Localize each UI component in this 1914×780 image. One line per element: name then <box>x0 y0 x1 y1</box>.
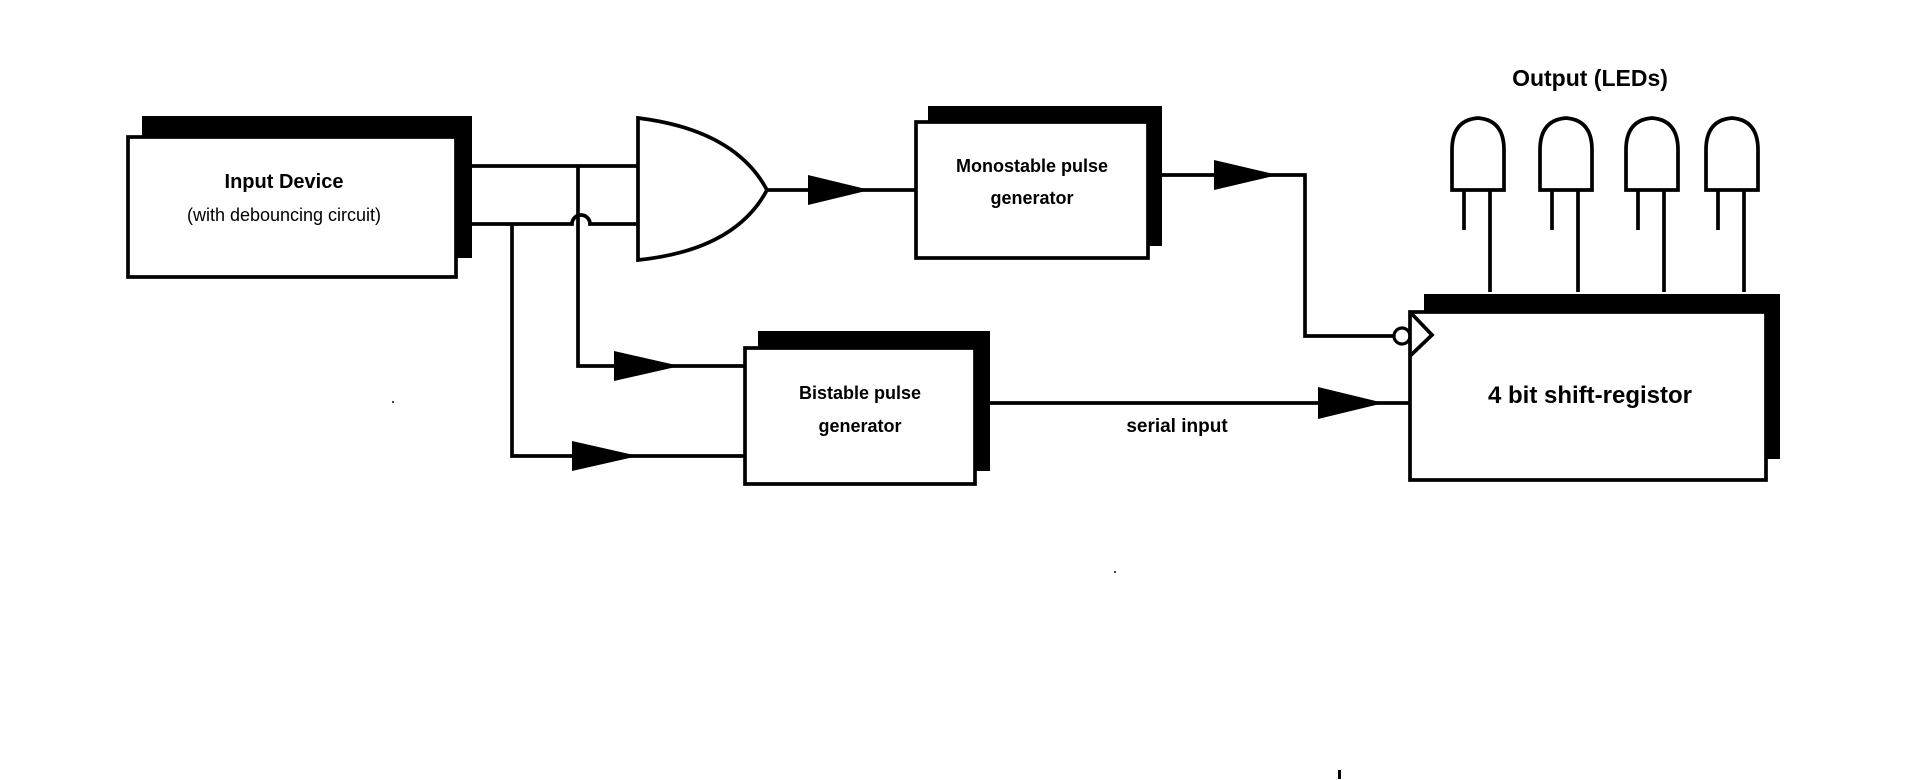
bistable-block: Bistable pulse generator <box>743 331 990 486</box>
bistable-line2: generator <box>818 416 901 436</box>
stray-mark <box>1114 571 1116 573</box>
and-gate <box>636 115 770 263</box>
led-icon <box>1704 116 1760 192</box>
shift-register-label: 4 bit shift-registor <box>1488 382 1692 409</box>
monostable-block: Monostable pulse generator <box>914 106 1162 260</box>
arrow-bistable-bottom <box>572 441 638 471</box>
wire-and-to-monostable <box>767 175 916 205</box>
bistable-line1: Bistable pulse <box>799 383 921 403</box>
led-1 <box>1450 116 1506 292</box>
input-device-title: Input Device <box>225 171 344 193</box>
stray-mark <box>392 401 394 403</box>
stray-mark <box>1338 770 1341 779</box>
serial-input-label: serial input <box>1126 416 1228 437</box>
clock-input-triangle <box>1408 310 1435 358</box>
wire-to-bistable-top <box>576 166 745 368</box>
arrow-serial-input <box>1318 387 1384 419</box>
wire-to-bistable-bottom <box>510 224 745 458</box>
led-3 <box>1624 116 1680 292</box>
clock-inversion-bubble <box>1392 326 1412 346</box>
monostable-line1: Monostable pulse <box>956 156 1108 176</box>
arrow-and-to-monostable <box>808 175 870 205</box>
arrow-monostable-out <box>1214 160 1278 190</box>
led-2 <box>1538 116 1594 292</box>
led-icon <box>1538 116 1594 192</box>
input-wires <box>456 164 745 471</box>
monostable-line2: generator <box>990 188 1073 208</box>
arrow-bistable-top <box>614 351 680 381</box>
led-4 <box>1704 116 1760 292</box>
input-device-subtitle: (with debouncing circuit) <box>187 205 381 225</box>
input-device-block: Input Device (with debouncing circuit) <box>126 116 472 279</box>
shift-register-block: 4 bit shift-registor <box>1408 294 1780 482</box>
led-icon <box>1624 116 1680 192</box>
wire-serial-input: serial input <box>990 387 1410 437</box>
output-title: Output (LEDs) <box>1512 65 1668 91</box>
wire-monostable-to-clock <box>1162 160 1412 346</box>
wire-input-to-and-bottom <box>456 213 638 226</box>
led-icon <box>1450 116 1506 192</box>
